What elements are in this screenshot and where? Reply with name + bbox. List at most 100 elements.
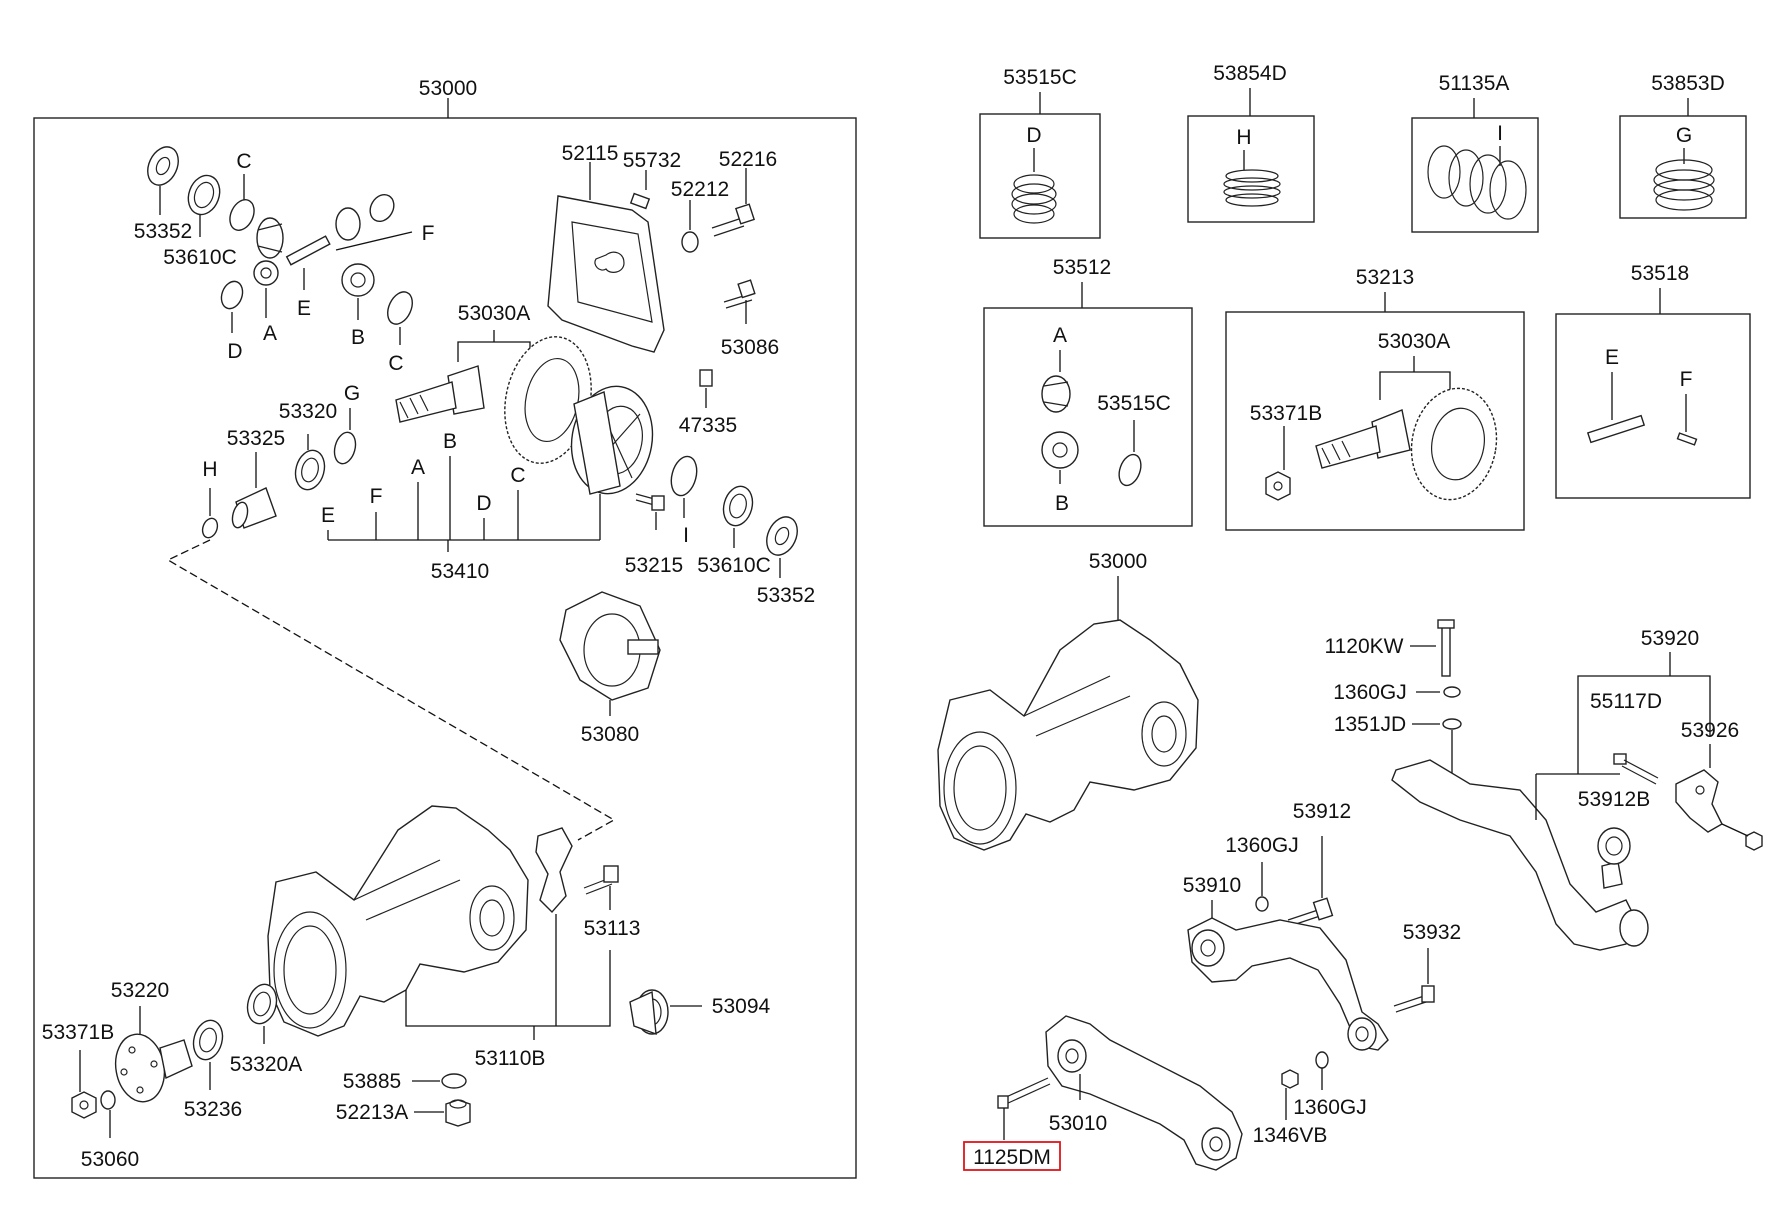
kit-53512-part: 53515C [1097,392,1171,415]
kit-53854d-letter: H [1236,126,1251,149]
spring-d-icon [1011,174,1057,224]
kit-53518-letter-e: E [1605,346,1619,369]
label-g: G [344,382,360,405]
label-53912: 53912 [1293,800,1351,823]
highlight-box-1125dm [963,1141,1061,1171]
differential-housing-icon [267,805,529,1037]
label-55732: 55732 [623,149,681,172]
assembly-label: 53000 [419,77,477,100]
washer-53060-icon [100,1090,116,1110]
ring-c-mid-icon [387,291,413,325]
label-c-mid: C [388,352,403,375]
label-f-top: F [422,222,435,245]
label-53912b: 53912B [1578,788,1650,811]
shaft-e-icon [285,235,331,266]
washer-1360gj-bottom-icon [1315,1051,1329,1069]
label-c-top: C [236,150,251,173]
ring-g-icon [333,431,357,465]
spring-g-icon [1653,159,1715,211]
seal-53236-icon [192,1019,224,1061]
pinion-gear-a-icon [253,260,279,318]
bracket-53110b [405,914,611,1040]
label-53215: 53215 [625,554,683,577]
label-47335: 47335 [679,414,737,437]
nut-53371b-icon [71,1091,97,1119]
mount-bracket-icon [535,827,573,914]
label-52115: 52115 [562,142,619,165]
label-53094: 53094 [712,995,771,1018]
washer-53885-icon [441,1073,467,1089]
bolt-52216-icon [711,203,756,237]
pin-55732-icon [629,192,651,210]
assembly-frame [33,117,857,1179]
label-53010: 53010 [1049,1112,1107,1135]
label-53060: 53060 [81,1148,139,1171]
washer-53352-bottom-icon [766,516,798,556]
label-52212: 52212 [671,178,729,201]
label-52213a: 52213A [336,1101,408,1124]
kit-53512-letter-b: B [1055,492,1069,515]
nut-52213a-icon [445,1099,471,1127]
kit-53512-letter-a: A [1053,324,1067,347]
kit-51135a-title: 51135A [1439,72,1510,95]
washer-kit-53515c-icon [1118,453,1142,487]
shaft-kit-e-icon [1586,414,1646,444]
bearing-53610c-bottom-icon [722,485,754,527]
label-53000-right: 53000 [1089,550,1147,573]
label-53352-top: 53352 [134,220,192,243]
kit-53515c: 53515C D [979,66,1101,239]
label-53320a: 53320A [230,1053,302,1076]
kit-53518-title: 53518 [1631,262,1689,285]
flange-53220-icon [114,1033,193,1103]
pinion-shaft-kit-icon [1315,409,1411,469]
washer-53352-top-icon [147,146,179,215]
spring-i-icon [1427,145,1527,220]
pinion-gear-kit-b-icon [1041,431,1079,469]
label-1125dm: 1125DM [973,1146,1051,1169]
nut-kit-53371b-icon [1265,471,1291,501]
bushing-53912b-icon [1597,827,1631,865]
kit-53515c-letter: D [1026,124,1041,147]
kit-53515c-title: 53515C [1003,66,1077,89]
label-53325: 53325 [227,427,285,450]
arm-53910-icon [1187,917,1389,1051]
side-gear-f-icon [335,193,395,241]
label-1120kw: 1120KW [1325,635,1404,658]
label-53410: 53410 [431,560,489,583]
bolt-53932-icon [1393,985,1435,1013]
label-53920: 53920 [1641,627,1699,650]
side-gear-a-icon [256,217,284,259]
label-53086: 53086 [721,336,779,359]
label-1360gj-mid: 1360GJ [1225,834,1299,857]
spring-h-icon [1223,169,1281,207]
washer-1351jd-icon [1442,718,1462,730]
label-f-row: F [370,485,383,508]
label-a-top: A [263,322,277,345]
nut-1346vb-icon [1281,1069,1299,1089]
label-1351jd: 1351JD [1334,713,1406,736]
label-53926: 53926 [1681,719,1739,742]
label-e-row: E [321,504,335,527]
kit-53213: 53213 53030A 53371B [1225,266,1525,531]
label-b-top: B [351,326,365,349]
kit-53854d: 53854D H [1187,62,1315,223]
bearing-53320a-icon [246,983,278,1025]
label-53610c-top: 53610C [163,246,237,269]
label-53113: 53113 [584,917,641,940]
washer-1360gj-top-icon [1443,686,1461,698]
label-c-row: C [510,464,525,487]
ring-gear-kit-icon [1410,387,1498,501]
cover-plate-52115-icon [547,195,665,353]
label-53910: 53910 [1183,874,1241,897]
housing-right-icon [937,619,1199,851]
side-gear-kit-a-icon [1041,375,1071,413]
ring-i-icon [670,455,698,497]
label-55117d: 55117D [1590,690,1662,713]
label-1360gj-bottom: 1360GJ [1293,1096,1367,1119]
bolt-53086-icon [723,279,756,309]
kit-53512: 53512 A B 53515C [983,256,1193,527]
label-53320: 53320 [279,400,337,423]
label-i: I [683,524,689,547]
label-a-row: A [411,456,425,479]
